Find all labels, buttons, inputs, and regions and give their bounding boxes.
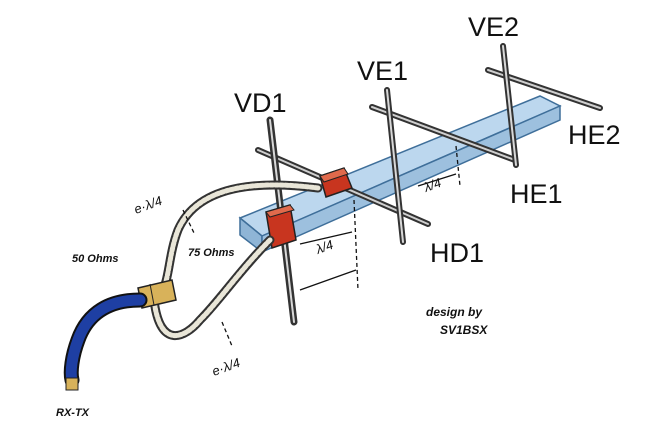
horizontal-element-he1 (369, 104, 518, 163)
label-75-ohms: 75 Ohms (188, 247, 234, 259)
cable-50-ohm (63, 292, 148, 391)
feed-block-horizontal (319, 167, 353, 198)
label-ve1: VE1 (357, 56, 408, 86)
vertical-element-ve2 (500, 43, 519, 168)
label-ve2: VE2 (468, 12, 519, 42)
label-quarter-wave-bottom: e·λ/4 (210, 355, 242, 379)
label-he2: HE2 (568, 120, 621, 150)
label-quarter-wave-top: e·λ/4 (132, 193, 164, 217)
label-vd1: VD1 (234, 88, 287, 118)
label-rx-tx: RX-TX (56, 407, 90, 419)
label-boom-quarter: λ/4 (313, 237, 335, 257)
label-hd1: HD1 (430, 238, 484, 268)
credit-line-2: SV1BSX (440, 323, 488, 337)
credit-line-1: design by (426, 305, 483, 319)
label-he1: HE1 (510, 179, 563, 209)
dimension-lines (182, 145, 461, 347)
cable-75-ohm (149, 180, 323, 341)
boom (238, 95, 562, 254)
label-50-ohms: 50 Ohms (72, 253, 118, 265)
vertical-element-ve1 (384, 87, 406, 245)
label-spacing-small: λ/4 (421, 175, 443, 195)
